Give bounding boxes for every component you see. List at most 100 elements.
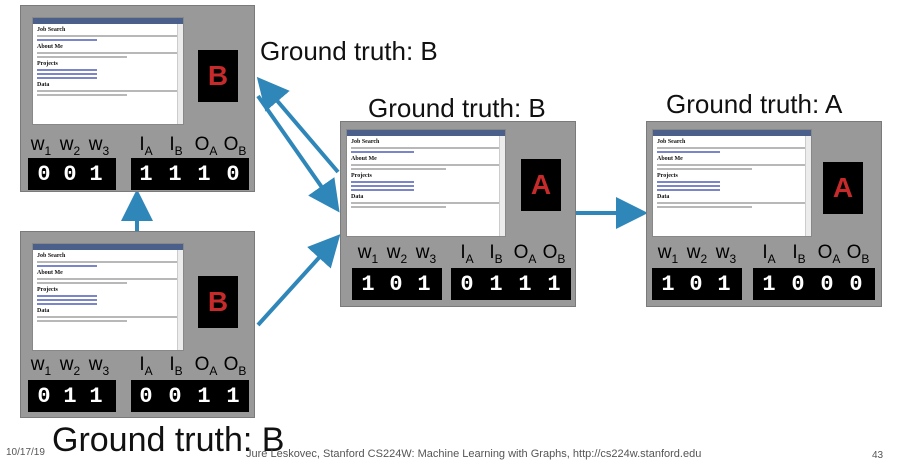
page-heading: Data — [657, 194, 670, 200]
prediction-badge: B — [198, 276, 238, 328]
page-heading: Data — [351, 194, 364, 200]
feature-label: IA — [460, 242, 474, 266]
feature-value: 1 — [361, 271, 375, 297]
feature-value: 0 — [820, 271, 834, 297]
feature-label: OA — [817, 242, 841, 266]
page-heading: Job Search — [657, 139, 686, 145]
feature-label: OB — [223, 354, 247, 378]
feature-value: 0 — [37, 383, 51, 409]
footer-citation: Jure Leskovec, Stanford CS224W: Machine … — [246, 448, 702, 460]
neighbor-feature-box: 0 1 1 1 — [451, 268, 571, 300]
feature-value: 1 — [717, 271, 731, 297]
page-heading: Projects — [37, 61, 58, 67]
feature-label: w3 — [88, 354, 110, 378]
feature-label: IA — [139, 134, 153, 158]
feature-label: OB — [846, 242, 870, 266]
feature-value: 1 — [547, 271, 561, 297]
feature-value: 0 — [791, 271, 805, 297]
word-feature-box: 0 0 1 — [28, 158, 116, 190]
page-heading: Job Search — [37, 253, 66, 259]
feature-value: 0 — [849, 271, 863, 297]
feature-value: 0 — [689, 271, 703, 297]
window-titlebar — [33, 244, 183, 250]
prediction-label: A — [832, 172, 854, 203]
feature-label: w3 — [88, 134, 110, 158]
page-heading: Data — [37, 82, 50, 88]
page-heading: About Me — [657, 156, 683, 162]
scrollbar — [499, 136, 505, 236]
feature-value: 0 — [139, 383, 153, 409]
node-panel-bottom-left: Job Search About Me Projects Data B w1 w… — [20, 231, 255, 418]
feature-value: 1 — [489, 271, 503, 297]
feature-label: w2 — [386, 242, 408, 266]
feature-value: 0 — [460, 271, 474, 297]
webpage-thumbnail: Job Search About Me Projects Data — [346, 129, 506, 237]
window-titlebar — [653, 130, 811, 136]
feature-value: 0 — [389, 271, 403, 297]
feature-label: IA — [139, 354, 153, 378]
feature-value: 1 — [226, 383, 240, 409]
neighbor-feature-box: 0 0 1 1 — [131, 380, 249, 412]
feature-label: OA — [513, 242, 537, 266]
feature-value: 1 — [168, 161, 182, 187]
scrollbar — [805, 136, 811, 236]
feature-label: w3 — [415, 242, 437, 266]
feature-label: w2 — [59, 354, 81, 378]
feature-value: 1 — [63, 383, 77, 409]
window-titlebar — [33, 18, 183, 24]
feature-value: 1 — [518, 271, 532, 297]
word-feature-box: 0 1 1 — [28, 380, 116, 412]
feature-value: 0 — [37, 161, 51, 187]
prediction-badge: A — [521, 159, 561, 211]
feature-value: 0 — [168, 383, 182, 409]
arrow-bottomleft-to-middle — [256, 234, 341, 327]
feature-label: IB — [792, 242, 806, 266]
page-heading: About Me — [351, 156, 377, 162]
arrow-topleft-to-middle — [256, 94, 340, 213]
ground-truth-label-middle: Ground truth: B — [368, 93, 546, 123]
feature-value: 1 — [197, 383, 211, 409]
prediction-label: B — [207, 60, 229, 91]
webpage-thumbnail: Job Search About Me Projects Data — [32, 17, 184, 125]
feature-label: w2 — [686, 242, 708, 266]
prediction-badge: B — [198, 50, 238, 102]
slide-number: 43 — [872, 450, 884, 461]
webpage-thumbnail: Job Search About Me Projects Data — [32, 243, 184, 351]
page-heading: Data — [37, 308, 50, 314]
feature-label: IB — [169, 354, 183, 378]
feature-value: 1 — [197, 161, 211, 187]
window-titlebar — [347, 130, 505, 136]
node-panel-top-left: Job Search About Me Projects Data B w1 w… — [20, 5, 255, 192]
feature-label: w1 — [30, 134, 52, 158]
feature-value: 1 — [139, 161, 153, 187]
feature-value: 0 — [63, 161, 77, 187]
ground-truth-label-bottom-left: Ground truth: B — [52, 421, 285, 459]
page-heading: Job Search — [37, 27, 66, 33]
neighbor-feature-box: 1 1 1 0 — [131, 158, 249, 190]
ground-truth-label-top-left: Ground truth: B — [260, 36, 438, 66]
feature-label: w1 — [657, 242, 679, 266]
neighbor-feature-box: 1 0 0 0 — [753, 268, 875, 300]
arrow-middle-to-topleft — [256, 76, 340, 174]
scrollbar — [177, 250, 183, 350]
prediction-label: B — [207, 286, 229, 317]
feature-label: OA — [194, 134, 218, 158]
feature-label: w2 — [59, 134, 81, 158]
webpage-thumbnail: Job Search About Me Projects Data — [652, 129, 812, 237]
page-heading: About Me — [37, 44, 63, 50]
prediction-badge: A — [823, 162, 863, 214]
feature-value: 0 — [226, 161, 240, 187]
page-heading: Projects — [657, 173, 678, 179]
feature-label: IB — [489, 242, 503, 266]
word-feature-box: 1 0 1 — [652, 268, 742, 300]
feature-label: IA — [762, 242, 776, 266]
feature-label: w1 — [357, 242, 379, 266]
scrollbar — [177, 24, 183, 124]
footer-date: 10/17/19 — [6, 447, 45, 458]
feature-value: 1 — [89, 161, 103, 187]
feature-label: OA — [194, 354, 218, 378]
feature-value: 1 — [661, 271, 675, 297]
feature-label: IB — [169, 134, 183, 158]
feature-label: w1 — [30, 354, 52, 378]
